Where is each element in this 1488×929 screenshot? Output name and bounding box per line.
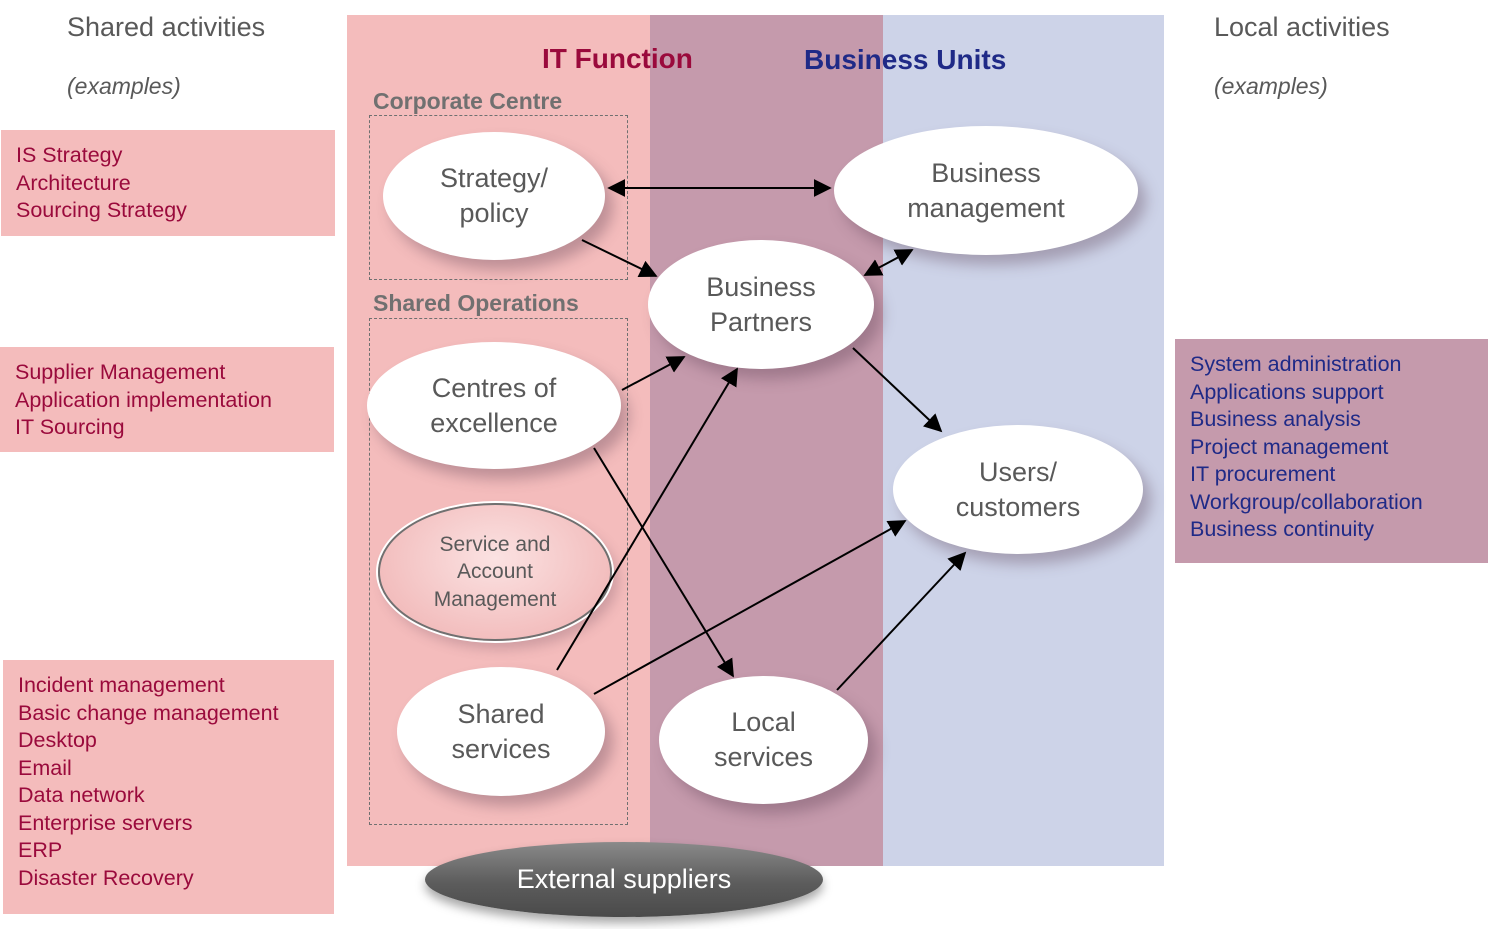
local-services-node: Local services [659, 676, 868, 804]
list-item: Disaster Recovery [18, 865, 194, 890]
corporate-centre-label: Corporate Centre [373, 88, 563, 114]
list-item: Business analysis [1190, 407, 1361, 431]
list-item: Workgroup/collaboration [1190, 489, 1423, 514]
node-label: Strategy/ [439, 163, 549, 193]
local-activities-title: Local activities [1214, 12, 1390, 42]
node-label: policy [459, 198, 529, 228]
node-label: management [907, 192, 1065, 223]
centres-of-excellence-node: Centres of excellence [367, 342, 621, 469]
node-label: External suppliers [516, 864, 732, 894]
list-item: Data network [18, 783, 145, 807]
external-suppliers-node: External suppliers [425, 842, 823, 917]
list-item: Applications support [1190, 379, 1384, 404]
shared-box-services: Incident management Basic change managem… [3, 660, 334, 914]
shared-activities-subtitle: (examples) [67, 73, 181, 99]
arrow-shared-business-partners [556, 367, 738, 671]
arrow-local-users [836, 551, 967, 691]
list-item: Architecture [16, 170, 131, 195]
node-label: services [451, 733, 551, 764]
list-item: ERP [18, 838, 63, 862]
list-item: IS Strategy [16, 143, 123, 167]
node-label: Account [457, 560, 533, 584]
node-label: Shared [457, 698, 545, 729]
arrow-partners-users [852, 347, 943, 433]
shared-activities-title: Shared activities [67, 12, 266, 42]
node-label: Centres of [431, 372, 557, 403]
list-item: Supplier Management [15, 360, 226, 384]
shared-operations-label: Shared Operations [373, 290, 579, 316]
shared-box-excellence: Supplier Management Application implemen… [0, 347, 334, 452]
business-management-node: Business management [834, 126, 1138, 255]
list-item: Application implementation [15, 387, 272, 412]
node-label: Local [731, 707, 796, 737]
list-item: Email [18, 755, 72, 780]
list-item: Project management [1190, 434, 1389, 459]
arrow-centres-local-services [593, 447, 734, 678]
list-item: Incident management [18, 673, 225, 697]
arrow-shared-users [593, 520, 907, 695]
list-item: Sourcing Strategy [16, 198, 187, 222]
list-item: Enterprise servers [18, 810, 193, 835]
arrow-strategy-business-partners [581, 239, 658, 278]
node-label: Management [433, 587, 557, 611]
shared-services-node: Shared services [397, 667, 605, 796]
it-function-title: IT Function [542, 43, 693, 74]
shared-box-strategy: IS Strategy Architecture Sourcing Strate… [1, 130, 335, 236]
node-label: customers [955, 491, 1081, 522]
node-label: excellence [430, 407, 558, 438]
node-label: Partners [709, 306, 813, 337]
node-label: Business [706, 271, 816, 302]
arrow-centres-business-partners [621, 356, 686, 391]
list-item: Desktop [18, 728, 97, 752]
arrow-partners-business-management [863, 249, 914, 276]
list-item: Business continuity [1190, 517, 1375, 541]
node-label: services [713, 742, 814, 772]
local-activities-subtitle: (examples) [1214, 73, 1328, 99]
node-label: Users/ [978, 456, 1057, 487]
corporate-centre-group [369, 115, 628, 280]
node-label: Service and [439, 532, 551, 556]
users-customers-node: Users/customers [893, 425, 1143, 554]
node-label: Business [931, 157, 1041, 188]
list-item: Basic change management [18, 700, 279, 725]
shared-operations-group [369, 318, 628, 825]
list-item: IT Sourcing [15, 415, 125, 439]
list-item: IT procurement [1190, 462, 1336, 486]
strategy-policy-node: Strategy/policy [383, 132, 605, 260]
local-activities-box: System administration Applications suppo… [1175, 339, 1488, 563]
list-item: System administration [1190, 352, 1402, 376]
business-units-title: Business Units [804, 44, 1007, 75]
